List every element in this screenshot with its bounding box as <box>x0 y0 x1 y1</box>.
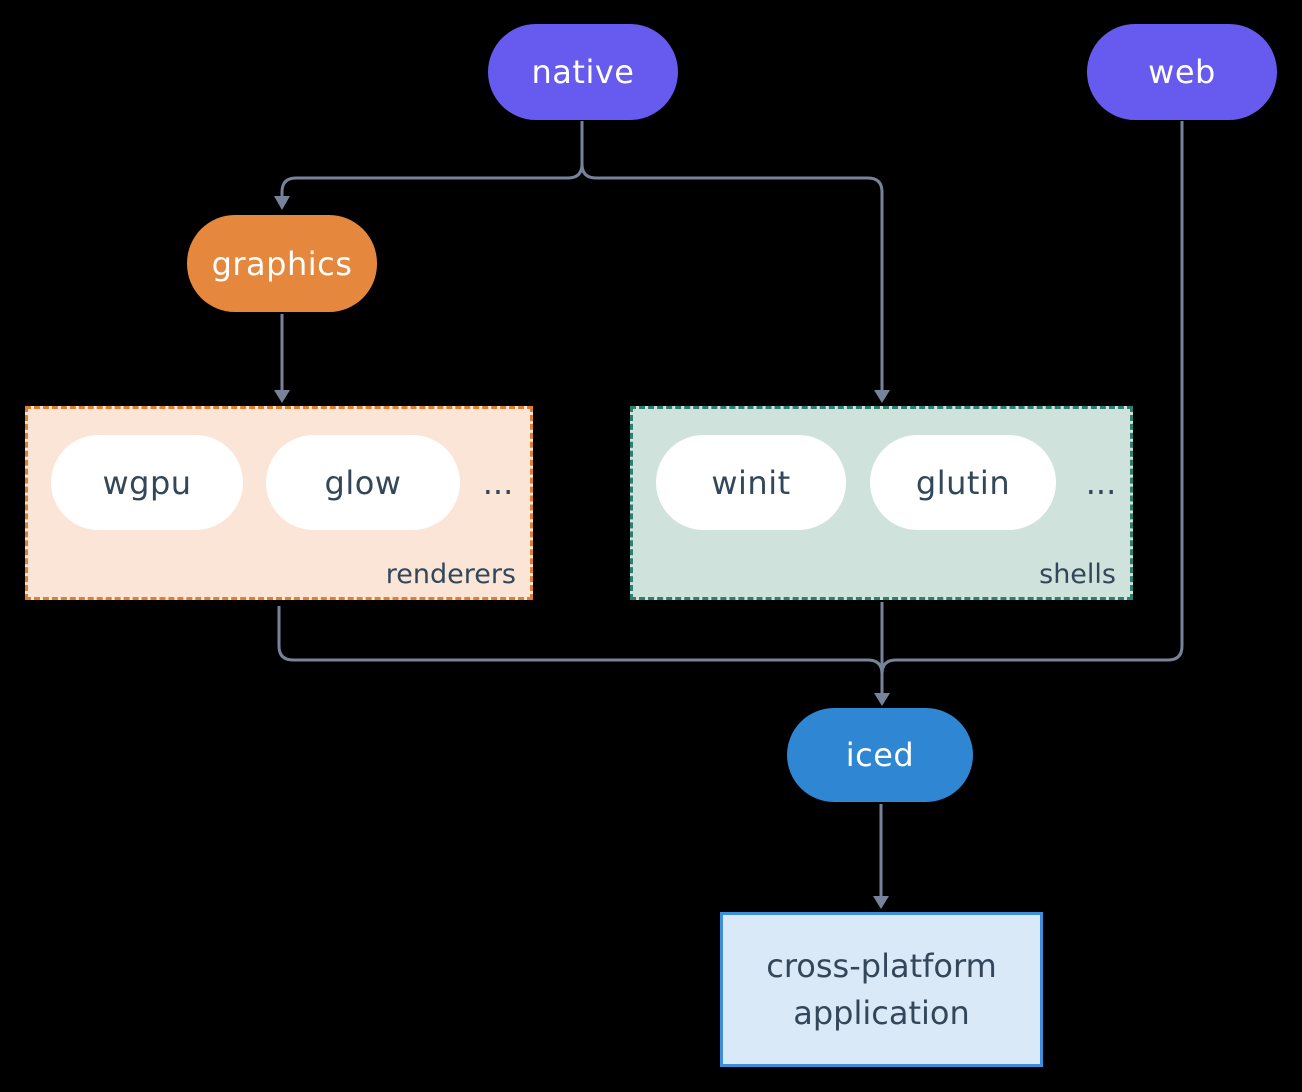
node-graphics: graphics <box>187 215 377 312</box>
arrowhead-iced <box>874 693 890 706</box>
node-native-label: native <box>531 53 635 91</box>
node-winit: winit <box>656 435 846 530</box>
arrowhead-application <box>873 896 889 909</box>
node-wgpu-label: wgpu <box>102 463 192 502</box>
shells-ellipsis: ... <box>1085 463 1117 502</box>
group-shells: winit glutin ... shells <box>630 406 1133 600</box>
edge-renderers-bus <box>277 606 884 675</box>
application-label-line1: cross-platform <box>766 947 997 986</box>
node-web: web <box>1087 24 1277 120</box>
group-renderers: wgpu glow ... renderers <box>25 406 533 600</box>
renderers-ellipsis: ... <box>482 463 514 502</box>
node-glutin: glutin <box>870 435 1056 530</box>
application-label-line2: application <box>793 993 970 1032</box>
shells-group-label: shells <box>1039 559 1116 590</box>
node-iced: iced <box>787 708 973 802</box>
node-glow-label: glow <box>324 463 402 502</box>
edge-native-graphics <box>280 163 584 196</box>
node-iced-label: iced <box>845 736 915 774</box>
node-glow: glow <box>266 435 460 530</box>
node-application: cross-platform application <box>720 912 1043 1067</box>
edge-native-shells <box>580 163 884 390</box>
node-wgpu: wgpu <box>51 435 243 530</box>
node-graphics-label: graphics <box>211 244 353 283</box>
arrowhead-shells <box>874 390 890 403</box>
arrowhead-graphics <box>274 196 290 210</box>
renderers-group-label: renderers <box>385 559 516 590</box>
node-glutin-label: glutin <box>915 463 1011 502</box>
edge-web-bus <box>880 121 1184 675</box>
arrowhead-renderers <box>274 390 290 403</box>
node-native: native <box>488 24 678 120</box>
node-winit-label: winit <box>711 463 791 502</box>
node-web-label: web <box>1148 53 1216 91</box>
